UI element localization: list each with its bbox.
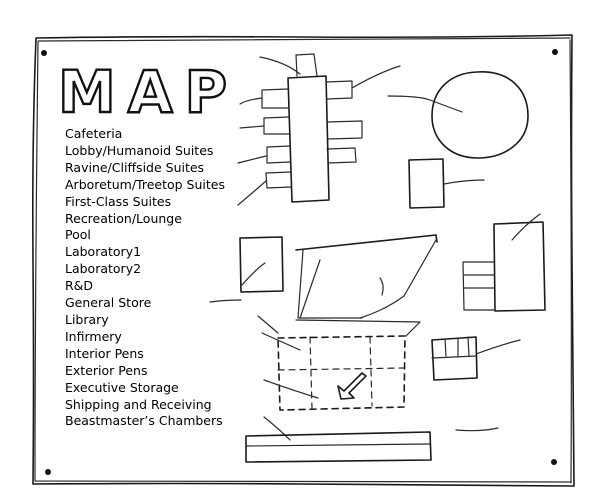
exterior-pens-stalls	[431, 336, 477, 359]
board-border	[32, 34, 575, 487]
pointer-line	[261, 332, 301, 351]
legend-item-first-class-suites: First-Class Suites	[65, 193, 172, 209]
map-title: MAP	[58, 58, 239, 126]
pointer-line	[379, 277, 384, 296]
suite-wing-right-3	[326, 147, 357, 164]
legend-item-recreation-lounge: Recreation/Lounge	[65, 210, 182, 226]
lobby-top-line	[259, 56, 301, 75]
you-are-here-arrow-icon	[337, 372, 367, 400]
legend-item-interior-pens: Interior Pens	[65, 345, 144, 361]
interior-pens-top	[295, 319, 421, 337]
nail-icon	[41, 50, 47, 56]
pointer-line	[241, 262, 266, 286]
central-lobby-building	[287, 75, 330, 203]
pointer-line	[263, 379, 319, 399]
legend-item-shipping-and-receiving: Shipping and Receiving	[65, 396, 212, 412]
rd-corridor	[295, 234, 438, 251]
legend-item-general-store: General Store	[65, 295, 152, 311]
pointer-line	[475, 339, 521, 355]
pointer-line	[209, 299, 242, 303]
rd-corridor-edge	[297, 249, 363, 319]
legend-item-cafeteria: Cafeteria	[65, 126, 123, 141]
legend-item-r-and-d: R&D	[65, 278, 94, 294]
nail-icon	[551, 459, 557, 465]
recreation-tower	[493, 221, 546, 312]
tower-annex	[462, 261, 495, 311]
pointer-line	[237, 155, 267, 164]
chambers-line	[245, 443, 431, 447]
pool-pointer	[387, 95, 463, 113]
suite-wing-left-2	[263, 116, 290, 135]
suite-wing-left-4	[265, 171, 292, 189]
laboratory-building	[239, 236, 284, 293]
legend-item-arboretum-treetop-suites: Arboretum/Treetop Suites	[65, 176, 225, 192]
suite-wing-left-1	[261, 88, 290, 109]
pointer-line	[237, 180, 267, 206]
rd-corridor-floor	[299, 239, 437, 319]
legend-item-executive-storage: Executive Storage	[65, 379, 179, 395]
beastmasters-chambers	[245, 431, 432, 463]
pointer-line	[443, 179, 485, 185]
legend-item-lobby-humanoid-suites: Lobby/Humanoid Suites	[65, 142, 214, 158]
pointer-line	[455, 427, 499, 432]
pointer-line	[263, 416, 291, 441]
pointer-line	[257, 315, 279, 334]
board-border-sketch	[34, 37, 572, 484]
suite-wing-right-1	[325, 80, 353, 100]
nail-icon	[552, 49, 558, 55]
suite-wing-right-2	[326, 120, 363, 140]
legend-item-beastmasters-chambers: Beastmaster’s Chambers	[65, 413, 223, 429]
pointer-line	[351, 65, 401, 89]
annex-line	[463, 274, 495, 289]
legend-item-ravine-cliffside-suites: Ravine/Cliffside Suites	[65, 159, 205, 175]
legend-item-library: Library	[65, 311, 109, 327]
legend-item-laboratory1: Laboratory1	[65, 244, 142, 260]
pointer-line	[511, 213, 541, 241]
legend-item-exterior-pens: Exterior Pens	[65, 362, 148, 378]
legend-item-infirmery: Infirmery	[65, 328, 122, 344]
nail-icon	[45, 469, 51, 475]
pointer-line	[239, 125, 265, 129]
pool-circle	[431, 71, 529, 159]
pointer-line	[239, 97, 263, 105]
exterior-pens	[431, 336, 478, 381]
map-legend: Cafeteria Lobby/Humanoid Suites Ravine/C…	[65, 126, 225, 430]
lobby-top-annex	[295, 53, 318, 77]
suite-wing-left-3	[266, 145, 291, 164]
legend-item-pool: Pool	[65, 227, 91, 243]
legend-item-laboratory2: Laboratory2	[65, 261, 142, 277]
first-class-building	[408, 158, 445, 209]
